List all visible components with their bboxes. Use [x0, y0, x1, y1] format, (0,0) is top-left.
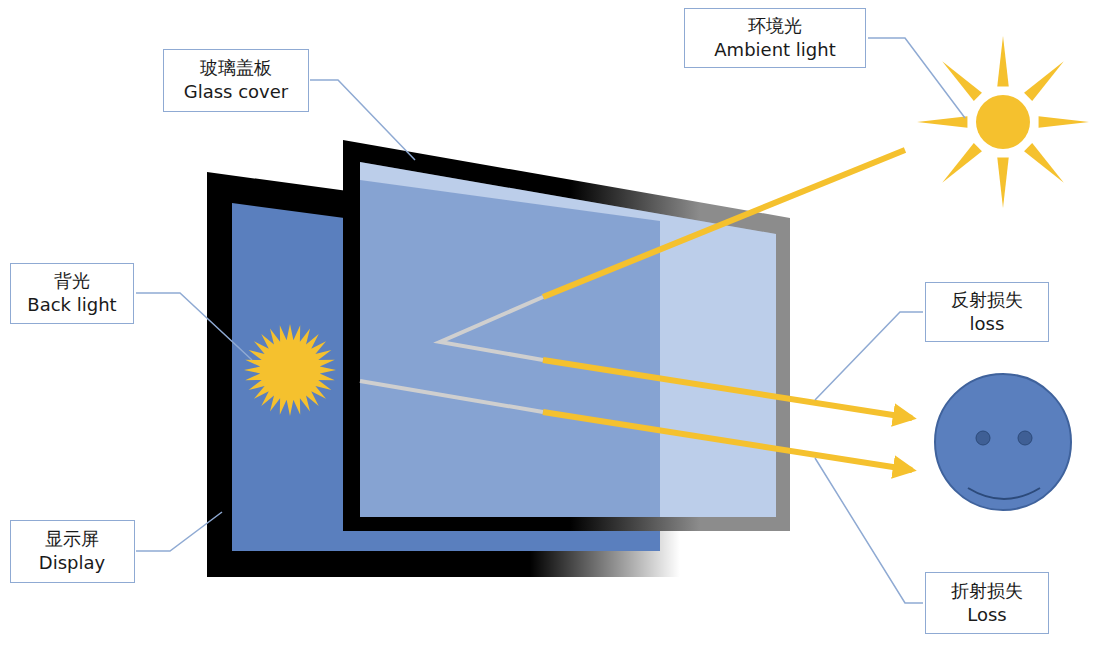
callout-text: Back light: [27, 293, 116, 317]
callout-box: 折射损失Loss: [925, 572, 1049, 634]
callout-box: 背光Back light: [10, 263, 134, 324]
sun-ray: [1024, 143, 1064, 183]
viewer-face: [935, 374, 1071, 510]
callout-box: 环境光Ambient light: [684, 8, 866, 68]
leader-line: [815, 458, 923, 603]
sun-ray: [997, 36, 1008, 86]
sun-ray: [1024, 61, 1064, 101]
ambient-sun: [976, 95, 1030, 149]
callout-text: 反射损失: [951, 288, 1023, 312]
viewer-smile: [968, 488, 1040, 499]
callout-box: 显示屏Display: [10, 520, 135, 583]
callout-text: 玻璃盖板: [200, 56, 272, 80]
refracted-ray: [543, 412, 912, 470]
callout-text: Ambient light: [714, 38, 835, 62]
callout-text: 显示屏: [45, 527, 99, 551]
incident-ray: [543, 150, 905, 297]
glass-frame: [343, 140, 790, 531]
leader-line: [868, 38, 965, 118]
ambient-sun-rays: [917, 36, 1089, 208]
sun-ray: [917, 116, 967, 127]
viewer-eye: [1018, 431, 1032, 445]
reflected-ray: [543, 360, 912, 418]
leader-line: [815, 312, 923, 400]
sun-ray: [1039, 116, 1089, 127]
callout-text: Loss: [967, 603, 1006, 627]
callout-box: 玻璃盖板Glass cover: [163, 49, 309, 112]
sun-ray: [997, 158, 1008, 208]
callout-text: 折射损失: [951, 579, 1023, 603]
callout-text: Display: [39, 551, 105, 575]
backlight-ray-inner: [360, 381, 543, 412]
leader-line: [136, 512, 222, 551]
glass-tint: [360, 162, 776, 517]
leader-line: [310, 80, 415, 160]
ray-in-glass: [440, 297, 543, 360]
callout-text: loss: [970, 312, 1005, 336]
backlight-sun: [244, 324, 336, 416]
sun-ray: [942, 143, 982, 183]
leader-line: [136, 293, 252, 360]
viewer-eye: [976, 431, 990, 445]
callout-box: 反射损失loss: [925, 282, 1049, 342]
callout-text: 背光: [54, 269, 90, 293]
callout-text: 环境光: [748, 14, 802, 38]
glass-pane: [360, 162, 776, 517]
callout-text: Glass cover: [184, 80, 289, 104]
